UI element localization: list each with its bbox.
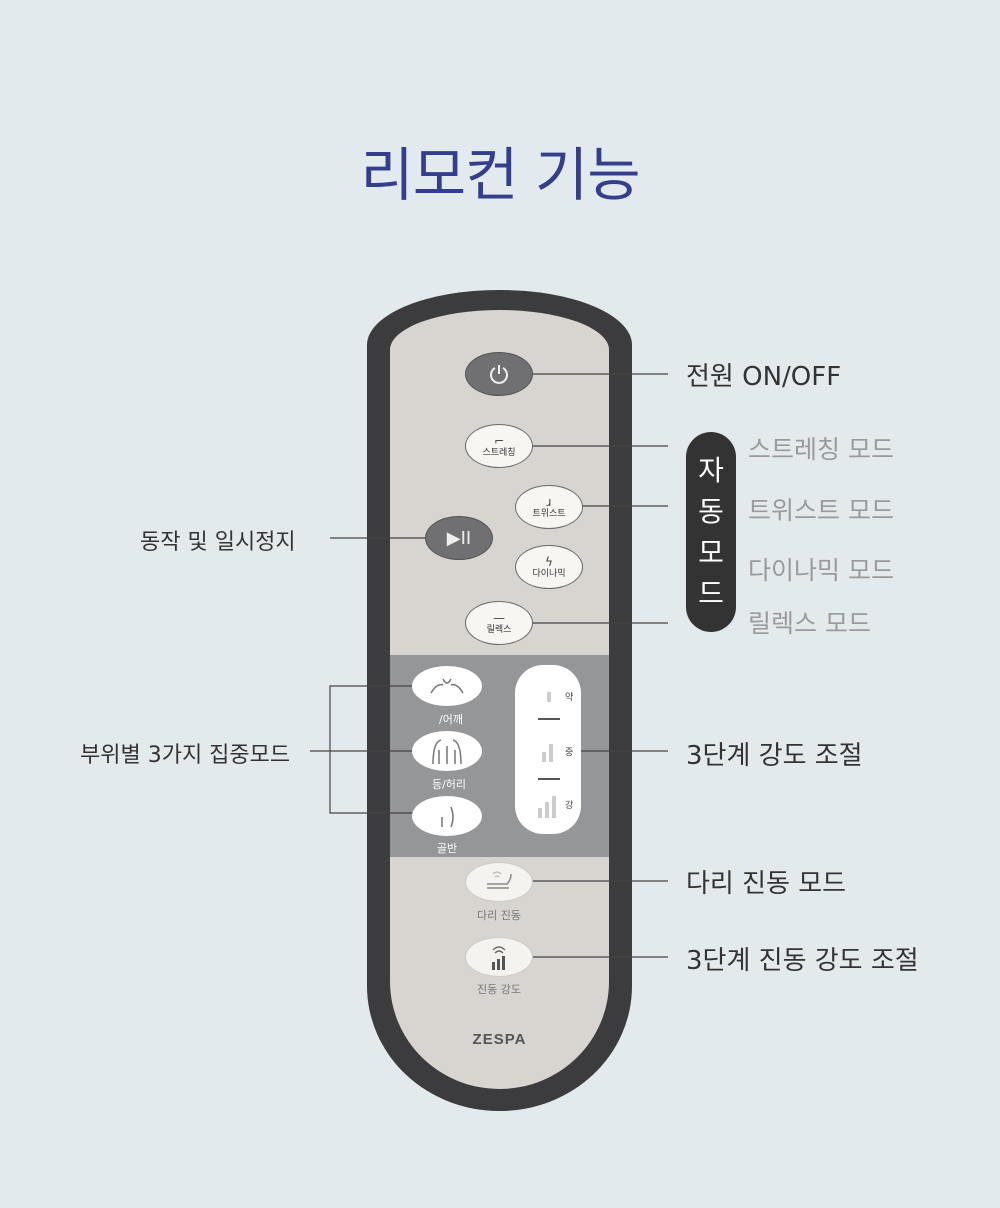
twist-label: 트위스트 xyxy=(532,509,566,519)
relax-icon: — xyxy=(493,611,505,625)
stretching-button[interactable]: ⌐ 스트레칭 xyxy=(465,424,533,468)
auto-mode-dynamic: 다이나믹 모드 xyxy=(748,556,894,585)
pelvis-icon xyxy=(441,806,454,828)
auto-mode-stretching: 스트레칭 모드 xyxy=(748,435,894,464)
vibration-bars-icon xyxy=(492,946,506,970)
shoulder-button[interactable] xyxy=(412,666,482,706)
shoulder-icon xyxy=(430,678,464,694)
play-pause-button[interactable]: ▶II xyxy=(425,516,493,560)
play-pause-icon: ▶II xyxy=(446,527,472,549)
auto-mode-char: 드 xyxy=(698,576,724,610)
intensity-high-bar xyxy=(538,808,542,818)
leg-vibration-button[interactable] xyxy=(465,862,533,902)
relax-label: 릴렉스 xyxy=(486,625,512,635)
dynamic-icon: ϟ xyxy=(545,555,553,569)
dynamic-button[interactable]: ϟ 다이나믹 xyxy=(515,545,583,589)
dynamic-label: 다이나믹 xyxy=(532,569,566,579)
callout-intensity: 3단계 강도 조절 xyxy=(686,741,863,771)
intensity-mid-bar xyxy=(549,744,553,762)
callout-play-pause: 동작 및 일시정지 xyxy=(140,530,296,555)
intensity-mid-label: 중 xyxy=(565,748,574,758)
callout-zones: 부위별 3가지 집중모드 xyxy=(80,743,291,768)
back-waist-label: 등/허리 xyxy=(431,778,467,791)
power-icon xyxy=(490,365,508,384)
auto-mode-twist: 트위스트 모드 xyxy=(748,496,894,525)
back-icon xyxy=(432,739,462,765)
divider xyxy=(538,718,560,720)
auto-mode-char: 모 xyxy=(698,535,724,569)
power-button[interactable] xyxy=(465,352,533,396)
intensity-high-bar xyxy=(552,796,556,818)
page-title: 리모컨 기능 xyxy=(360,141,640,209)
auto-mode-badge: 자 동 모 드 xyxy=(686,432,736,632)
stretching-label: 스트레칭 xyxy=(482,448,516,458)
relax-button[interactable]: — 릴렉스 xyxy=(465,601,533,645)
pelvis-button[interactable] xyxy=(412,796,482,836)
pelvis-label: 골반 xyxy=(436,842,458,855)
twist-button[interactable]: ɹ 트위스트 xyxy=(515,485,583,529)
auto-mode-char: 동 xyxy=(698,494,724,528)
stretch-icon: ⌐ xyxy=(493,434,505,448)
twist-icon: ɹ xyxy=(546,495,552,509)
intensity-high-bar xyxy=(545,802,549,818)
auto-mode-char: 자 xyxy=(698,453,724,487)
intensity-low-label: 약 xyxy=(565,693,574,703)
vibration-intensity-button[interactable] xyxy=(465,937,533,977)
intensity-low-bar xyxy=(547,692,551,702)
auto-mode-relax: 릴렉스 모드 xyxy=(748,609,871,638)
brand-logo: ZESPA xyxy=(472,1031,527,1048)
intensity-mid-bar xyxy=(542,752,546,762)
shoulder-label: /어깨 xyxy=(439,713,463,726)
callout-vibration-intensity: 3단계 진동 강도 조절 xyxy=(686,946,919,976)
vibration-intensity-label: 진동 강도 xyxy=(477,983,521,996)
leg-vibration-label: 다리 진동 xyxy=(477,909,521,922)
intensity-high-label: 강 xyxy=(565,801,574,811)
callout-power: 전원 ON/OFF xyxy=(686,362,842,392)
leg-vibration-icon xyxy=(487,871,512,889)
back-waist-button[interactable] xyxy=(412,731,482,771)
divider xyxy=(538,778,560,780)
callout-leg-vibration: 다리 진동 모드 xyxy=(686,869,847,899)
